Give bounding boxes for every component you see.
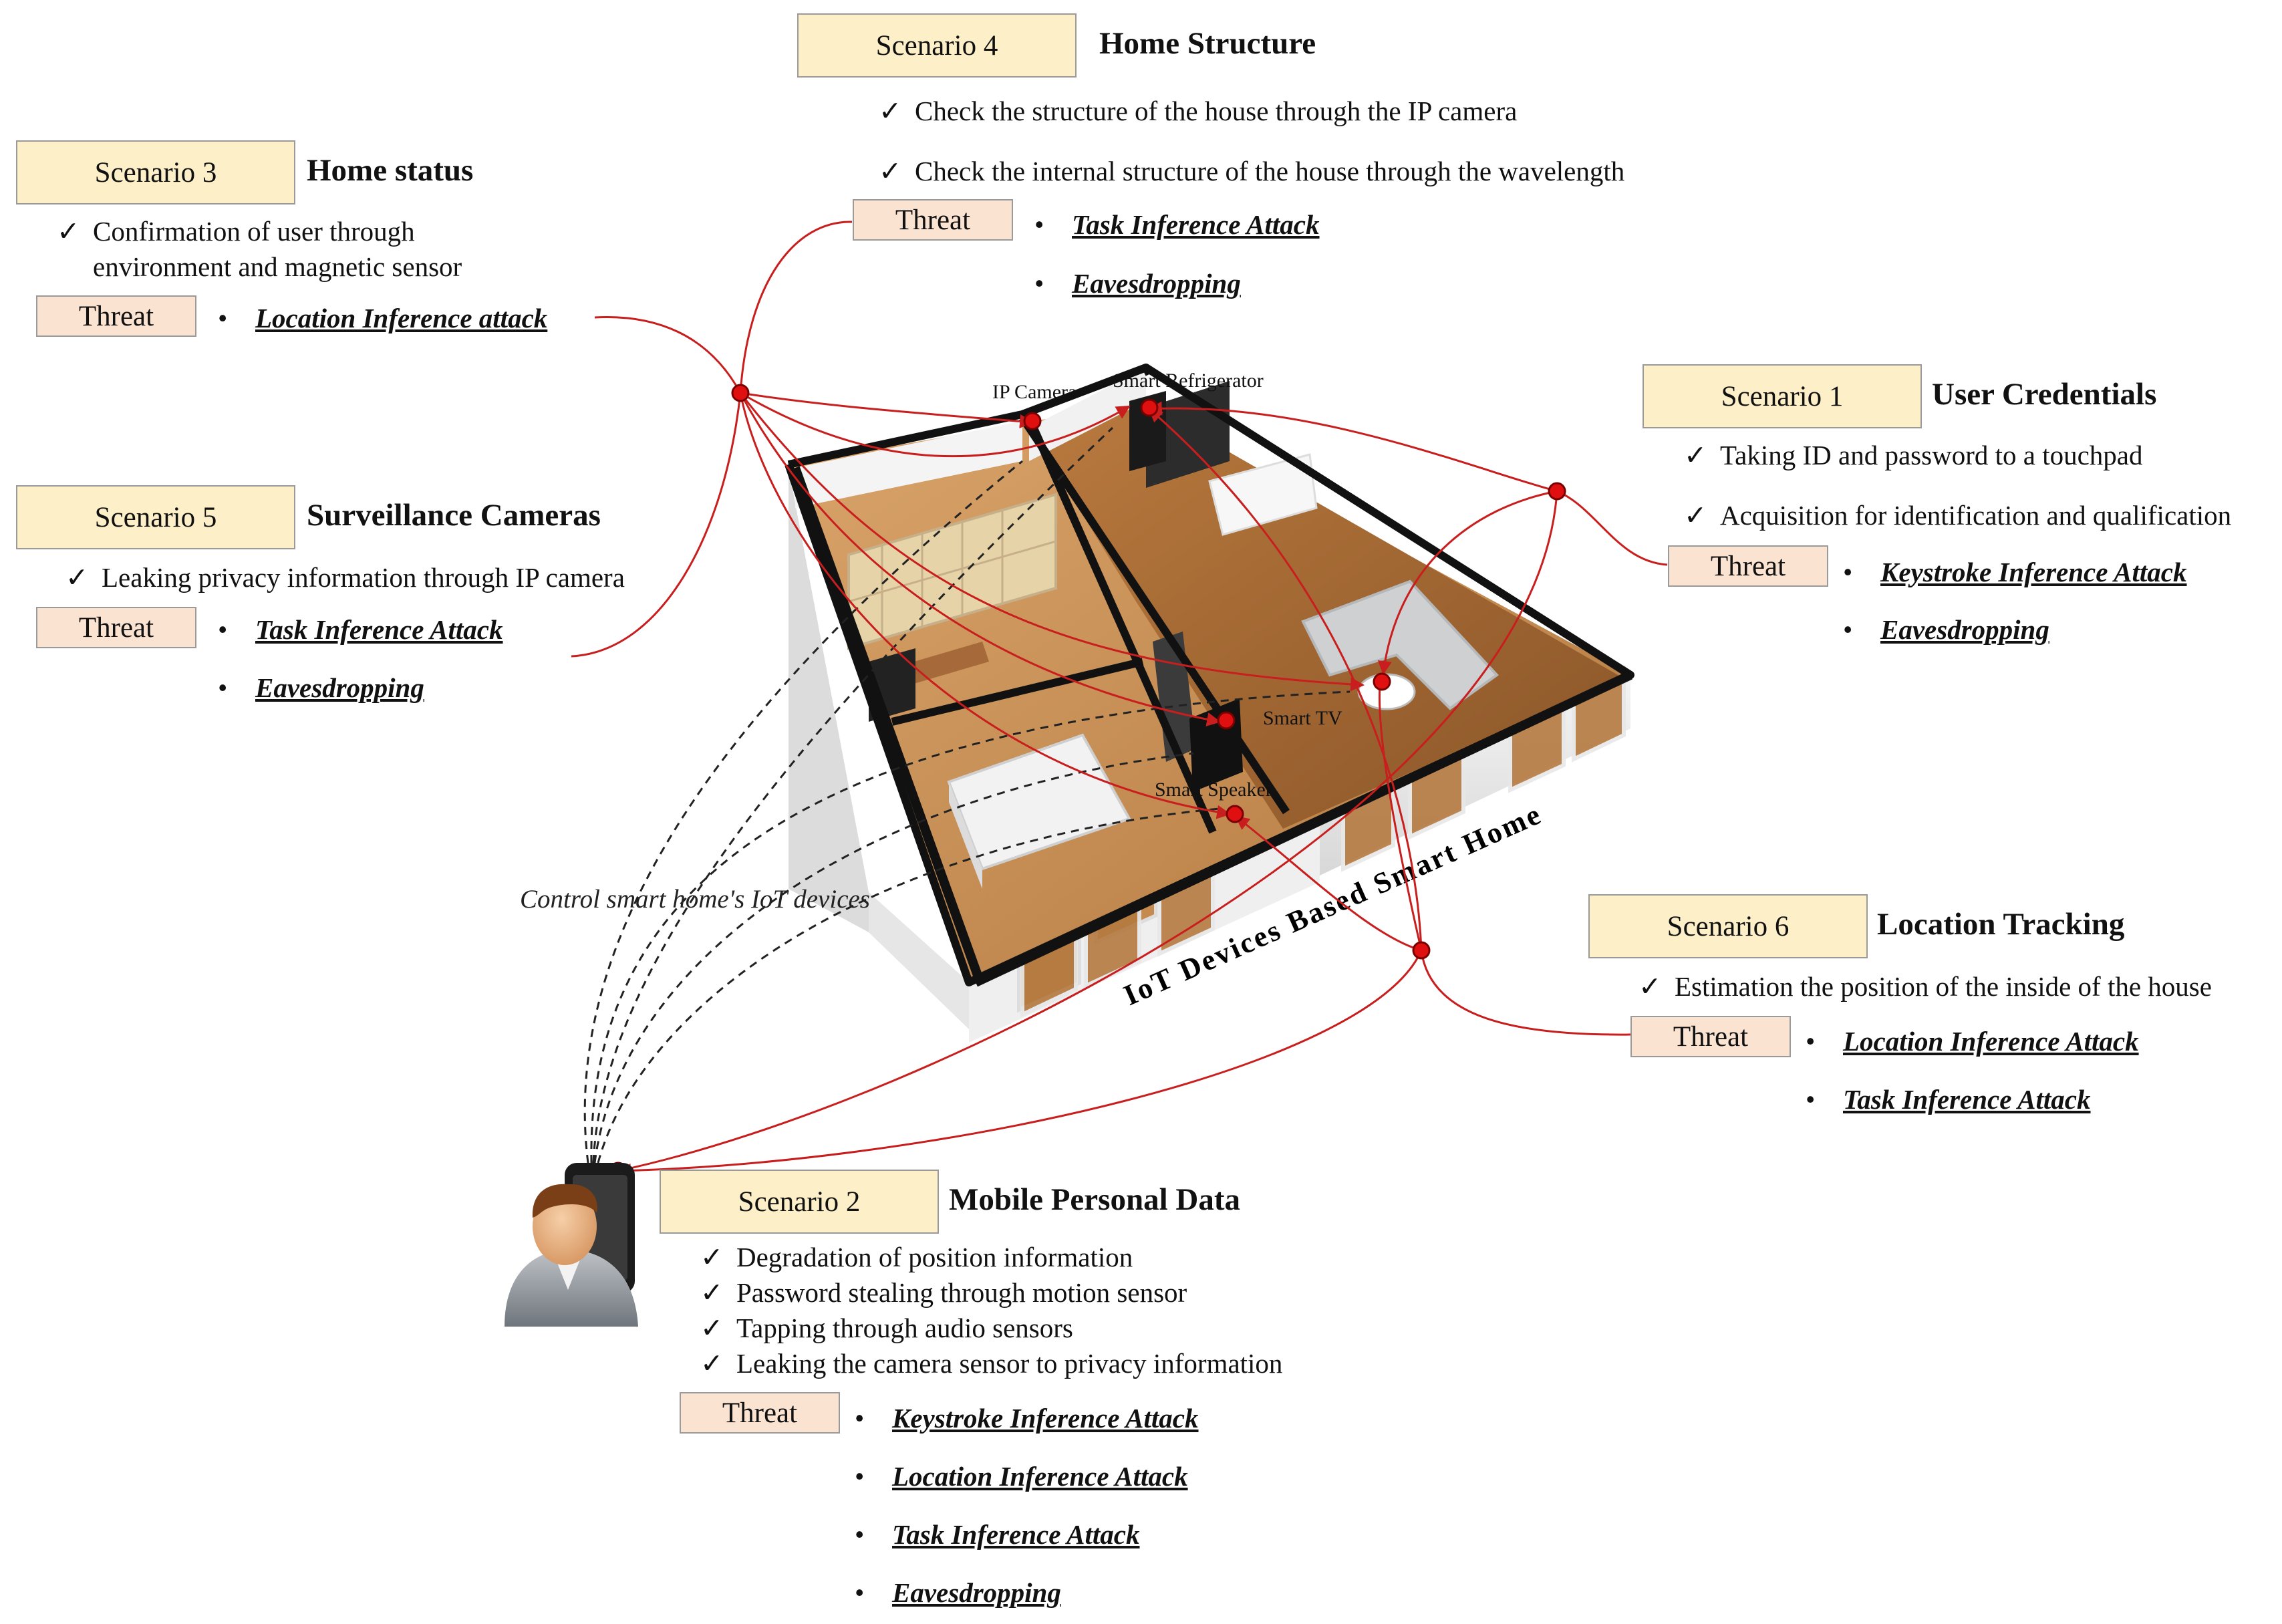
label-smart-speaker: Smart Speaker (1155, 779, 1272, 801)
label-smart-tv: Smart TV (1263, 707, 1342, 729)
scenario-5-check-1: ✓Leaking privacy information through IP … (65, 560, 625, 595)
scenario-3-check-1: ✓Confirmation of user through (57, 214, 415, 249)
hub-node-scenario-6 (1412, 941, 1431, 960)
scenario-6-threat-label: Threat (1630, 1016, 1791, 1057)
bullet-icon: • (855, 1519, 865, 1550)
check-mark-icon: ✓ (65, 562, 89, 593)
bullet-icon: • (1843, 557, 1853, 587)
check-mark-icon: ✓ (879, 156, 902, 186)
check-mark-icon: ✓ (1684, 500, 1707, 531)
scenario-2-threat-label: Threat (680, 1392, 840, 1434)
scenario-2-threat-1: •Keystroke Inference Attack (855, 1403, 1199, 1434)
scenario-6-check-1: ✓Estimation the position of the inside o… (1638, 969, 2212, 1004)
scenario-3-badge: Scenario 3 (16, 140, 295, 205)
scenario-4-check-2: ✓Check the internal structure of the hou… (879, 154, 1624, 188)
scenario-1-badge: Scenario 1 (1643, 364, 1922, 428)
bullet-icon: • (1806, 1026, 1816, 1057)
check-mark-icon: ✓ (700, 1313, 724, 1343)
scenario-6-badge: Scenario 6 (1588, 894, 1868, 958)
bullet-icon: • (1806, 1084, 1816, 1115)
scenario-3-title: Home status (307, 153, 474, 188)
scenario-2-threat-2: •Location Inference Attack (855, 1461, 1188, 1492)
node-smart-refrigerator (1140, 398, 1159, 417)
scenario-2-check-3: ✓Tapping through audio sensors (700, 1311, 1073, 1345)
scenario-2-check-2: ✓Password stealing through motion sensor (700, 1275, 1187, 1310)
scenario-6-threat-2: •Task Inference Attack (1806, 1084, 2091, 1115)
check-mark-icon: ✓ (700, 1277, 724, 1308)
scenario-2-check-1: ✓Degradation of position information (700, 1240, 1133, 1274)
bullet-icon: • (218, 303, 228, 333)
node-smart-speaker (1226, 805, 1244, 823)
hub-node-left (731, 384, 750, 402)
scenario-1-threat-2: •Eavesdropping (1843, 614, 2049, 645)
control-lines (583, 426, 1350, 1164)
bullet-icon: • (855, 1577, 865, 1608)
scenario-3-threat-1: •Location Inference attack (218, 303, 548, 333)
node-smart-tv (1217, 711, 1236, 730)
scenario-2-threat-4: •Eavesdropping (855, 1577, 1061, 1608)
scenario-1-check-2: ✓Acquisition for identification and qual… (1684, 498, 2231, 533)
label-ip-camera: IP Camera (992, 381, 1077, 403)
scenario-1-threat-label: Threat (1668, 545, 1828, 587)
scenario-3-check-2: environment and magnetic sensor (93, 251, 462, 282)
scenario-5-threat-label: Threat (36, 607, 196, 648)
bullet-icon: • (855, 1461, 865, 1492)
bullet-icon: • (855, 1403, 865, 1434)
scenario-2-badge: Scenario 2 (660, 1170, 939, 1234)
scenario-4-threat-label: Threat (853, 199, 1013, 241)
check-mark-icon: ✓ (57, 216, 80, 247)
smart-home-illustration (785, 364, 1634, 1043)
scenario-4-badge: Scenario 4 (797, 13, 1077, 78)
check-mark-icon: ✓ (879, 96, 902, 126)
scenario-2-title: Mobile Personal Data (949, 1182, 1240, 1217)
scenario-5-badge: Scenario 5 (16, 485, 295, 549)
scenario-2-threat-3: •Task Inference Attack (855, 1519, 1140, 1550)
scenario-connectors (571, 221, 1668, 1178)
scenario-1-threat-1: •Keystroke Inference Attack (1843, 557, 2187, 587)
scenario-1-check-1: ✓Taking ID and password to a touchpad (1684, 438, 2142, 472)
bullet-icon: • (1034, 268, 1044, 299)
user-icon (505, 1184, 638, 1327)
scenario-4-threat-1: •Task Inference Attack (1034, 209, 1320, 240)
scenario-6-title: Location Tracking (1877, 907, 2125, 942)
check-mark-icon: ✓ (700, 1242, 724, 1272)
bullet-icon: • (1034, 209, 1044, 240)
scenario-4-check-1: ✓Check the structure of the house throug… (879, 94, 1517, 128)
node-touchpad (1373, 672, 1391, 691)
scenario-5-threat-2: •Eavesdropping (218, 672, 424, 703)
scenario-1-title: User Credentials (1932, 377, 2157, 412)
label-smart-refrigerator: Smart Refrigerator (1113, 370, 1264, 392)
scenario-2-check-4: ✓Leaking the camera sensor to privacy in… (700, 1346, 1282, 1381)
hub-node-scenario-1 (1548, 482, 1566, 501)
bullet-icon: • (218, 614, 228, 645)
scenario-4-threat-2: •Eavesdropping (1034, 268, 1241, 299)
scenario-5-title: Surveillance Cameras (307, 498, 601, 533)
scenario-6-threat-1: •Location Inference Attack (1806, 1026, 2139, 1057)
scenario-3-threat-label: Threat (36, 295, 196, 337)
scenario-5-threat-1: •Task Inference Attack (218, 614, 503, 645)
bullet-icon: • (1843, 614, 1853, 645)
check-mark-icon: ✓ (700, 1348, 724, 1379)
check-mark-icon: ✓ (1684, 440, 1707, 470)
scenario-4-title: Home Structure (1099, 26, 1316, 61)
check-mark-icon: ✓ (1638, 971, 1662, 1002)
node-ip-camera (1023, 412, 1042, 430)
bullet-icon: • (218, 672, 228, 703)
